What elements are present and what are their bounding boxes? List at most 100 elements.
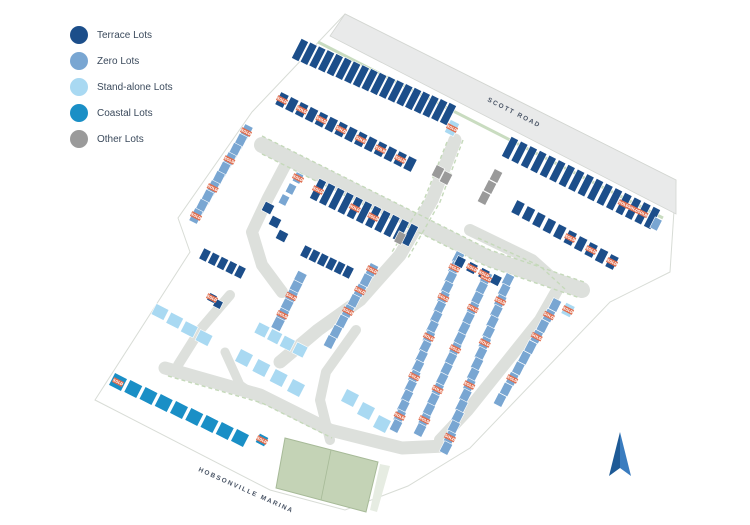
sold-badge-text: SOLD: [354, 287, 366, 296]
sold-badge: SOLD: [449, 344, 462, 354]
lot: [266, 328, 284, 346]
sold-badge-text: SOLD: [366, 266, 378, 275]
sold-badge-text: SOLD: [506, 375, 518, 384]
sold-badge-bg: [205, 293, 219, 303]
sold-badge: SOLD: [365, 265, 379, 275]
sold-badge-bg: [478, 338, 491, 348]
lot: [382, 145, 398, 163]
sold-badge: SOLD: [374, 144, 387, 155]
sold-badge: SOLD: [465, 263, 479, 273]
lot: [529, 149, 548, 175]
sold-badge-bg: [291, 173, 305, 183]
lot: [388, 418, 404, 434]
lot: [541, 217, 557, 235]
sold-badge-bg: [477, 269, 491, 279]
legend-label: Zero Lots: [97, 55, 140, 67]
sold-badge-text: SOLD: [585, 246, 597, 255]
lot: [324, 256, 338, 272]
lot: [586, 177, 605, 203]
sold-badge-bg: [605, 257, 619, 267]
sold-badge: SOLD: [341, 306, 355, 316]
sold-badge: SOLD: [542, 310, 555, 321]
lot: [595, 182, 614, 207]
lot: [412, 422, 428, 438]
legend-label: Stand-alone Lots: [97, 81, 173, 93]
lot: [198, 247, 212, 263]
lot: [531, 211, 547, 229]
sold-badge-bg: [393, 411, 406, 421]
lot: [378, 75, 397, 100]
legend-item-other: Other Lots: [70, 126, 173, 152]
lot: [179, 320, 199, 339]
sold-badge-bg: [354, 134, 367, 145]
lot: [194, 329, 214, 347]
sold-badge-bg: [465, 263, 479, 273]
sold-badge-text: SOLD: [207, 184, 219, 193]
lot: [402, 155, 418, 173]
lot: [649, 216, 663, 232]
sold-badge: SOLD: [626, 203, 640, 214]
sold-badge-bg: [617, 199, 630, 209]
lot: [488, 168, 504, 184]
sold-badge-text: SOLD: [276, 96, 288, 105]
sold-badge: SOLD: [408, 371, 421, 382]
legend-swatch: [70, 130, 88, 148]
lot: [395, 83, 414, 108]
sold-badge-bg: [295, 105, 308, 115]
legend-swatch: [70, 52, 88, 70]
legend-swatch: [70, 26, 88, 44]
lot: [576, 173, 595, 198]
sold-badge-text: SOLD: [606, 258, 618, 267]
lot: [355, 200, 373, 225]
sold-badge-text: SOLD: [240, 128, 252, 137]
sold-badge-bg: [408, 371, 421, 382]
sold-badge-bg: [239, 127, 253, 137]
lot: [492, 392, 508, 408]
lot: [332, 260, 347, 276]
lot: [165, 311, 185, 330]
sold-badge-bg: [448, 263, 461, 273]
sold-badge-text: SOLD: [112, 378, 124, 387]
lot: [412, 90, 431, 115]
sold-badge-bg: [341, 306, 355, 316]
sold-badge-bg: [636, 208, 649, 219]
sold-badge: SOLD: [585, 245, 598, 255]
sold-badge: SOLD: [445, 123, 459, 133]
sold-badge: SOLD: [477, 269, 491, 279]
lot: [340, 388, 360, 408]
sold-badge-text: SOLD: [466, 264, 478, 273]
lot: [308, 45, 327, 70]
sold-badge-text: SOLD: [315, 116, 327, 125]
lot: [573, 235, 589, 253]
lot: [393, 230, 407, 246]
lot: [286, 378, 306, 398]
scott-road: [329, 13, 677, 215]
lot: [341, 264, 355, 280]
sold-badge: SOLD: [334, 124, 348, 135]
lot: [510, 199, 526, 217]
sold-badge-bg: [437, 292, 450, 303]
lot: [224, 260, 238, 276]
lot: [291, 37, 309, 63]
sold-badge-text: SOLD: [463, 381, 475, 390]
sold-badge: SOLD: [561, 305, 575, 315]
legend-label: Coastal Lots: [97, 107, 153, 119]
sold-badge: SOLD: [448, 263, 461, 273]
sold-badge-text: SOLD: [562, 306, 574, 315]
sold-badge-text: SOLD: [375, 145, 387, 154]
sold-badge: SOLD: [617, 199, 630, 209]
sold-badge-bg: [445, 123, 459, 133]
lot: [401, 222, 419, 248]
legend: Terrace Lots Zero Lots Stand-alone Lots …: [70, 22, 173, 152]
sold-badge-bg: [315, 114, 328, 125]
sold-badge-bg: [542, 310, 555, 321]
sold-badge: SOLD: [636, 208, 649, 219]
lot: [538, 154, 557, 179]
sold-badge: SOLD: [111, 377, 125, 387]
lot: [230, 428, 250, 448]
lot: [334, 56, 353, 81]
sold-badge-text: SOLD: [494, 297, 506, 306]
sold-badge: SOLD: [494, 296, 507, 306]
lot: [369, 71, 388, 96]
